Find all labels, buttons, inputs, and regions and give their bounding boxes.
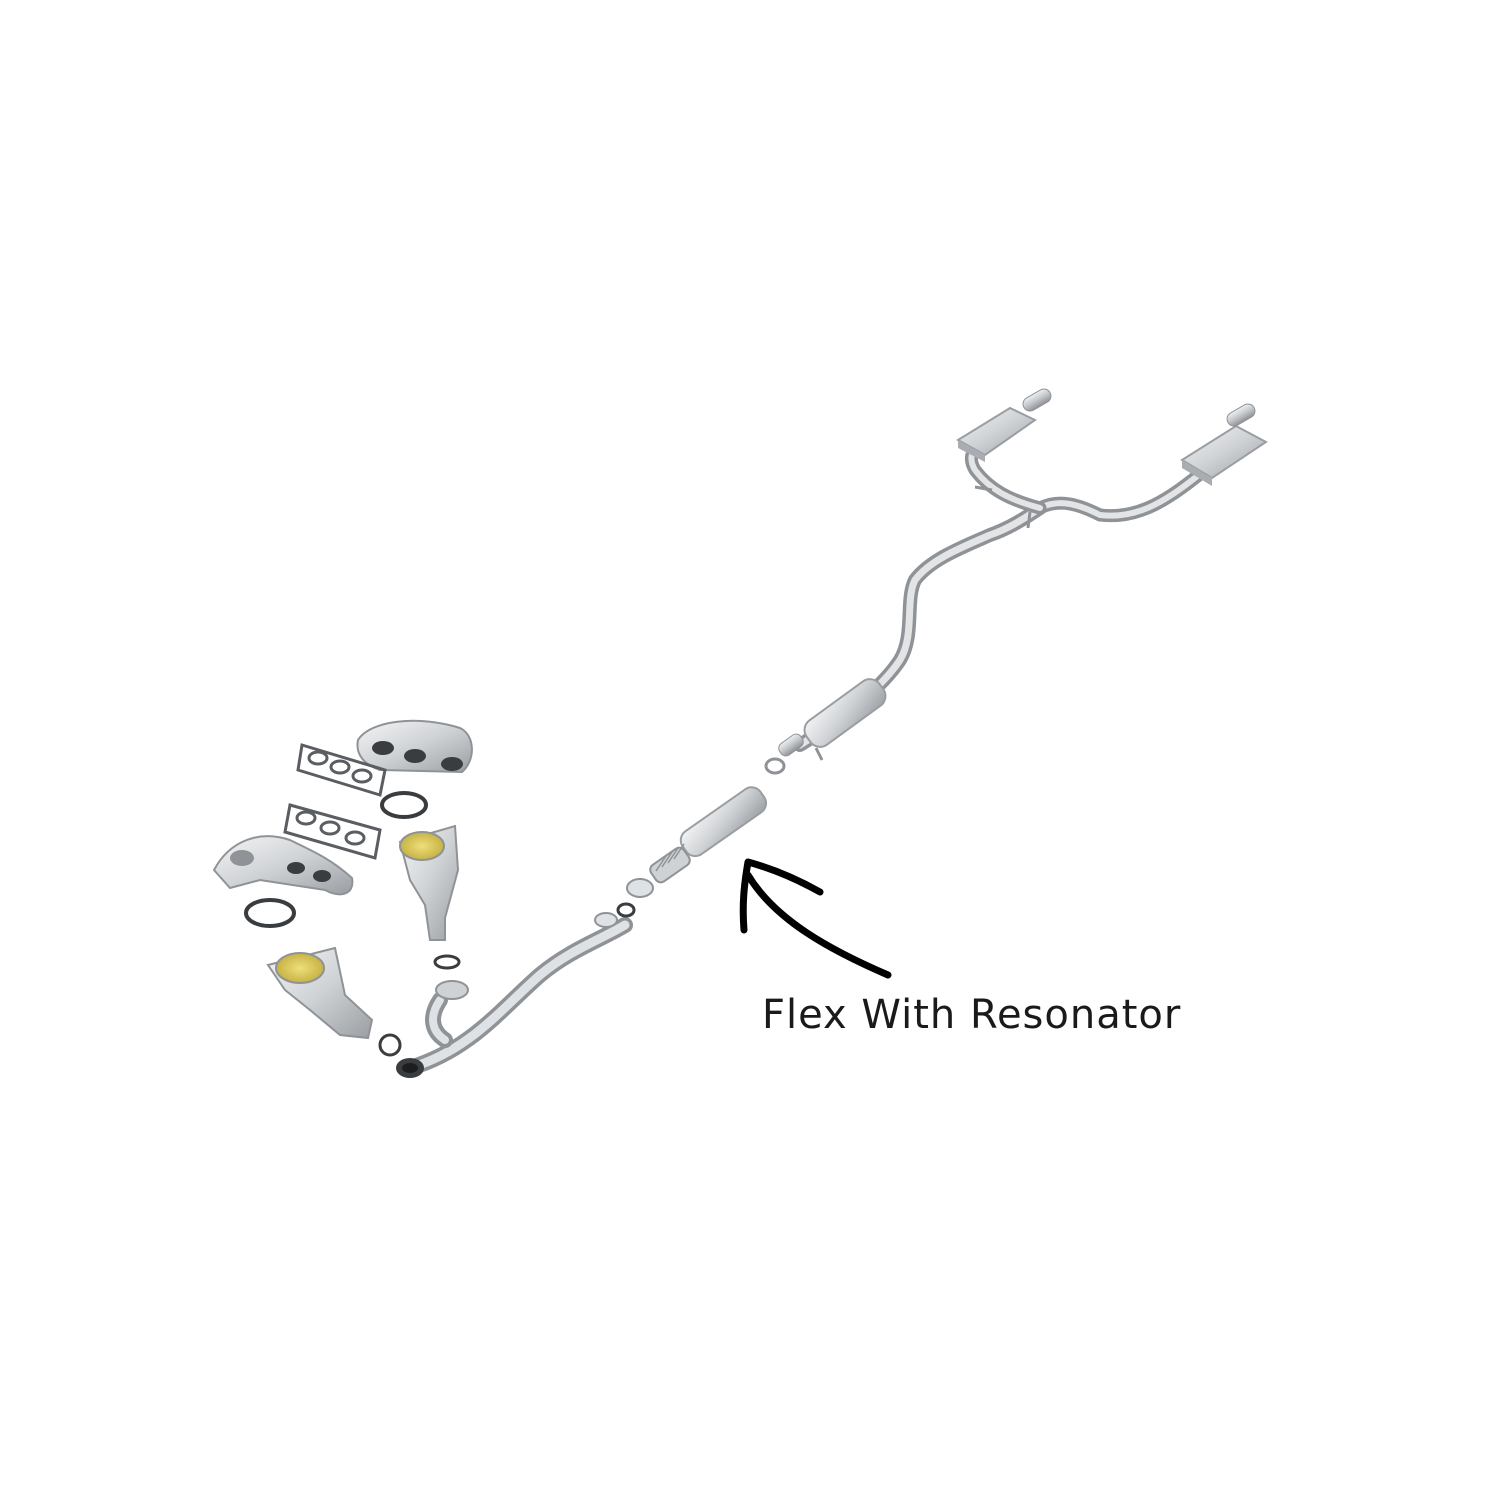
gasket-ring: [433, 954, 461, 970]
gasket-ring-lower: [244, 898, 296, 928]
gasket-ring: [378, 1033, 402, 1057]
callout-arrow: [739, 858, 892, 979]
mid-muffler: [764, 678, 887, 775]
manifold-gasket-upper: [296, 743, 387, 797]
flex-pipe-with-resonator: [626, 786, 768, 898]
callout-label: Flex With Resonator: [762, 992, 1182, 1038]
catalytic-converter-upper: [398, 824, 460, 941]
exhaust-manifold-lower: [212, 835, 354, 896]
pipe-ring: [616, 902, 636, 918]
manifold-gasket-lower: [283, 803, 382, 860]
rear-muffler-right: [1180, 403, 1268, 486]
main-pipe: [402, 438, 1212, 1076]
catalytic-converter-lower: [266, 946, 374, 1040]
rear-muffler-left: [956, 388, 1052, 462]
gasket-ring-upper: [380, 791, 428, 819]
exhaust-manifold-upper: [356, 719, 473, 774]
front-y-pipe: [396, 980, 469, 1078]
pipe-flange: [594, 912, 618, 928]
